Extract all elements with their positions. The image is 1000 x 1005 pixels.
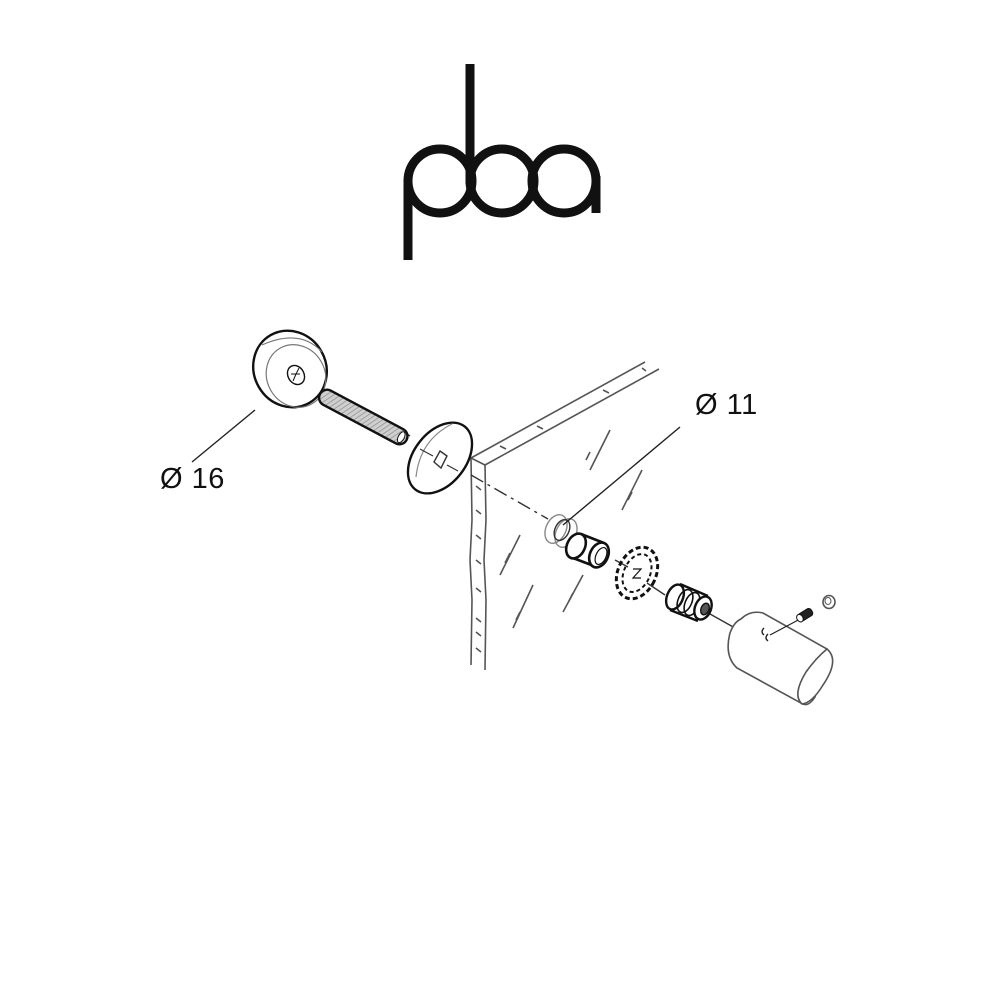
gasket [614, 545, 660, 601]
cap [822, 594, 836, 610]
callout-diameter-11: Ø 11 [695, 389, 758, 421]
knob [252, 329, 328, 409]
leader-d16 [191, 409, 256, 463]
callout-diameter-16: Ø 16 [160, 463, 225, 495]
leader-d11 [562, 426, 681, 526]
bar-handle [727, 611, 834, 706]
washer-square-hole [406, 421, 474, 495]
logo [403, 64, 601, 260]
logo-p-bowl [403, 144, 477, 218]
logo-b-bowl [465, 144, 539, 218]
sleeve [564, 532, 611, 569]
glass-panel [469, 361, 660, 671]
threaded-rod [317, 388, 409, 446]
threaded-insert [664, 582, 713, 623]
grub-screw [769, 608, 814, 636]
logo-a-bowl [527, 144, 601, 218]
